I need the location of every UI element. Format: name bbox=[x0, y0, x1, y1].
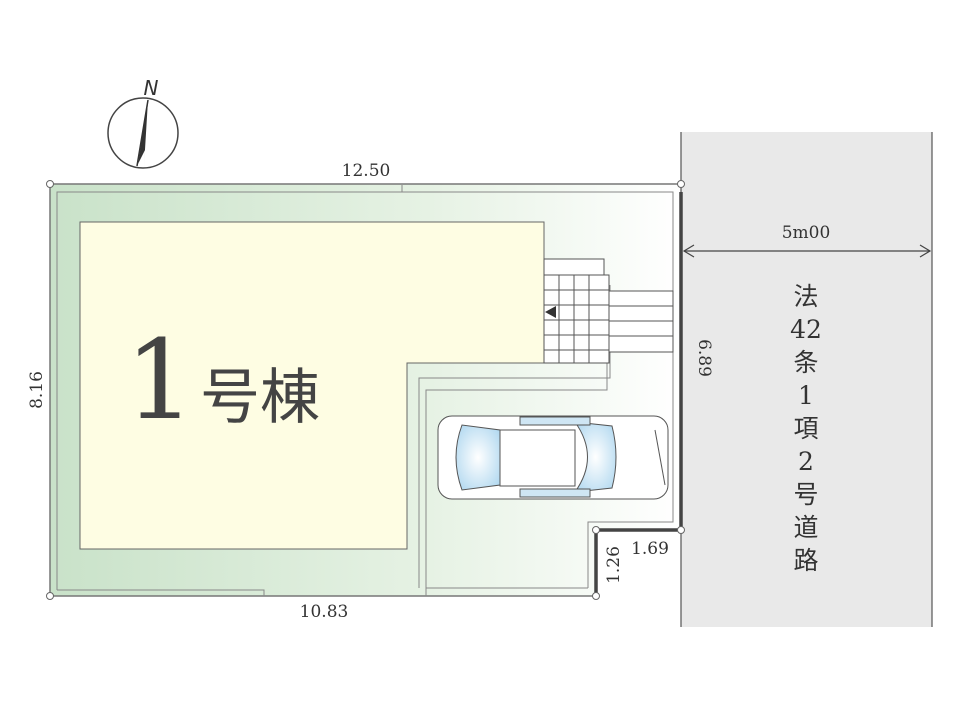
north-compass-icon: N bbox=[107, 76, 179, 169]
building-number: 1 bbox=[125, 316, 195, 444]
svg-text:条: 条 bbox=[793, 348, 818, 377]
svg-text:42: 42 bbox=[790, 315, 822, 344]
entrance-arrow-icon bbox=[545, 306, 556, 318]
road-width-dimension: 5m00 bbox=[682, 223, 932, 258]
entrance-steps bbox=[543, 258, 674, 364]
svg-text:号: 号 bbox=[793, 480, 818, 509]
dim-road-width: 5m00 bbox=[782, 223, 831, 243]
dim-right: 6.89 bbox=[694, 339, 714, 377]
dim-left: 8.16 bbox=[27, 371, 47, 409]
svg-text:路: 路 bbox=[793, 546, 818, 575]
dim-bottom: 10.83 bbox=[300, 602, 349, 622]
svg-text:道: 道 bbox=[793, 513, 818, 542]
svg-text:項: 項 bbox=[793, 414, 818, 443]
house-1 bbox=[79, 221, 545, 550]
dim-notch-vertical: 1.26 bbox=[604, 546, 624, 584]
road-label: 法 42 条 1 項 2 号 道 路 bbox=[790, 282, 822, 575]
svg-text:2: 2 bbox=[798, 447, 814, 476]
svg-text:1: 1 bbox=[798, 381, 814, 410]
dim-top: 12.50 bbox=[342, 161, 391, 181]
building-label: 号棟 bbox=[200, 363, 320, 433]
car-icon bbox=[437, 415, 669, 500]
road-area bbox=[680, 132, 933, 627]
compass-label: N bbox=[144, 76, 159, 100]
svg-text:法: 法 bbox=[793, 282, 818, 311]
dim-notch-horizontal: 1.69 bbox=[631, 539, 669, 559]
